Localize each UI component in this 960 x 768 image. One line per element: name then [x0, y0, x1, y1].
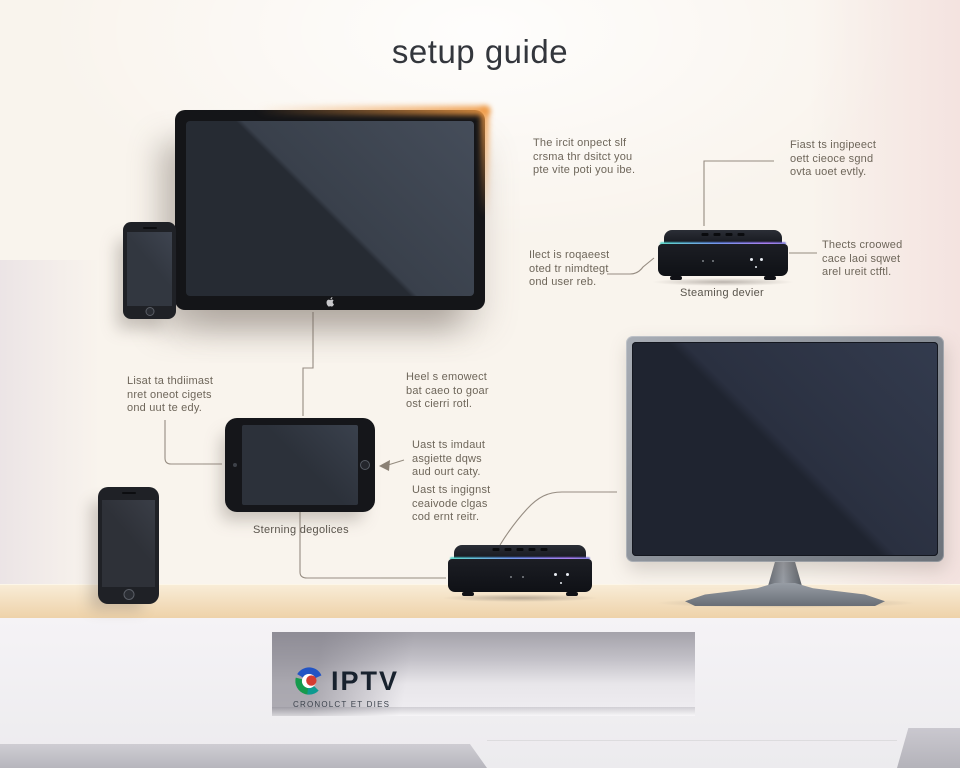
led-dot [712, 260, 714, 262]
led-strip [660, 242, 786, 245]
annotation-note-5: Lisat ta thdiimast nret oneot cigets ond… [127, 375, 214, 414]
phone-screen [102, 500, 155, 587]
cabinet-lower-recess-left [0, 744, 487, 768]
wall-tv-screen [186, 121, 474, 296]
smartphone-shelf [98, 487, 159, 604]
apple-logo-icon [326, 297, 334, 307]
iptv-logo-text: IPTV [331, 665, 400, 696]
device-shadow [442, 594, 598, 602]
line-note5-to-tablet [164, 420, 222, 465]
label-streaming-device-top: Steaming devier [680, 287, 764, 299]
device-foot [670, 276, 682, 280]
stand-tv-bezel [626, 336, 944, 562]
led-dot [750, 258, 753, 261]
cabinet-seam-line [487, 740, 897, 741]
device-front [448, 559, 592, 592]
cabinet-lower-recess-right [897, 728, 960, 768]
device-foot [566, 592, 578, 596]
annotation-note-2: Fiast ts ingipeect oett cieoce sgnd ovta… [790, 139, 877, 178]
led-dot [755, 266, 757, 268]
line-tv1-to-tablet [302, 312, 314, 416]
wall-tv [175, 106, 490, 310]
wall-left-tint [0, 260, 100, 600]
line-sbox2-to-tv2 [499, 491, 617, 546]
annotation-note-4: Ilect is roqaeest oted tr nimdtegt ond u… [529, 249, 610, 288]
led-dot [566, 573, 569, 576]
line-note4-to-sbox1 [607, 257, 655, 275]
smartphone-wall [123, 222, 176, 319]
led-dot [522, 576, 524, 578]
annotation-note-6: Heel s emowect bat caeo to goar ost cier… [406, 371, 489, 410]
tv-stand-neck [768, 560, 802, 586]
device-shadow [652, 278, 794, 286]
annotation-note-7: Uast ts imdaut asgiette dqws aud ourt ca… [412, 439, 486, 478]
led-strip [450, 557, 590, 560]
phone-screen [127, 232, 172, 306]
device-foot [764, 276, 776, 280]
annotation-note-1: The ircit onpect slf crsma thr dsitct yo… [533, 137, 636, 176]
tablet-home-button [360, 460, 370, 470]
device-top-face [454, 545, 586, 558]
arrowhead-tablet [379, 460, 390, 471]
line-note7-to-tablet [387, 459, 405, 466]
annotation-note-3: Thects croowed cace laoi sqwet arel urei… [822, 239, 903, 278]
led-dot [702, 260, 704, 262]
device-ports [701, 233, 745, 236]
led-dot [760, 258, 763, 261]
tv-orange-glow-top [255, 106, 490, 115]
tv-stand-base [685, 582, 885, 606]
led-dot [560, 582, 562, 584]
device-front [658, 244, 788, 276]
phone-home-button [123, 589, 134, 600]
page-title: setup guide [391, 33, 569, 70]
phone-home-button [145, 307, 154, 316]
led-dot [510, 576, 512, 578]
iptv-ring-icon [295, 667, 323, 695]
device-ports [492, 548, 548, 551]
line-note2-to-sbox1 [703, 160, 774, 226]
device-foot [462, 592, 474, 596]
stand-tv-screen [632, 342, 938, 556]
phone-earpiece [142, 227, 157, 229]
tablet-landscape [225, 418, 375, 512]
annotation-note-8: Uast ts ingignst ceaivode clgas cod ernt… [412, 484, 491, 523]
streaming-device-bottom [442, 545, 598, 602]
streaming-device-top [652, 230, 794, 286]
tablet-screen [242, 425, 358, 505]
device-top-face [664, 230, 782, 243]
label-streaming-device-bottom: Sterning degolices [253, 524, 349, 536]
phone-earpiece [121, 492, 136, 494]
line-tablet-to-sbox2 [299, 512, 446, 579]
tablet-camera [233, 463, 237, 467]
led-dot [554, 573, 557, 576]
stand-tv [626, 336, 944, 608]
iptv-logo-tagline: CRONOLCT ET DIES [293, 700, 391, 709]
iptv-logo: IPTV [293, 665, 399, 697]
tv-orange-glow-right [481, 107, 489, 217]
